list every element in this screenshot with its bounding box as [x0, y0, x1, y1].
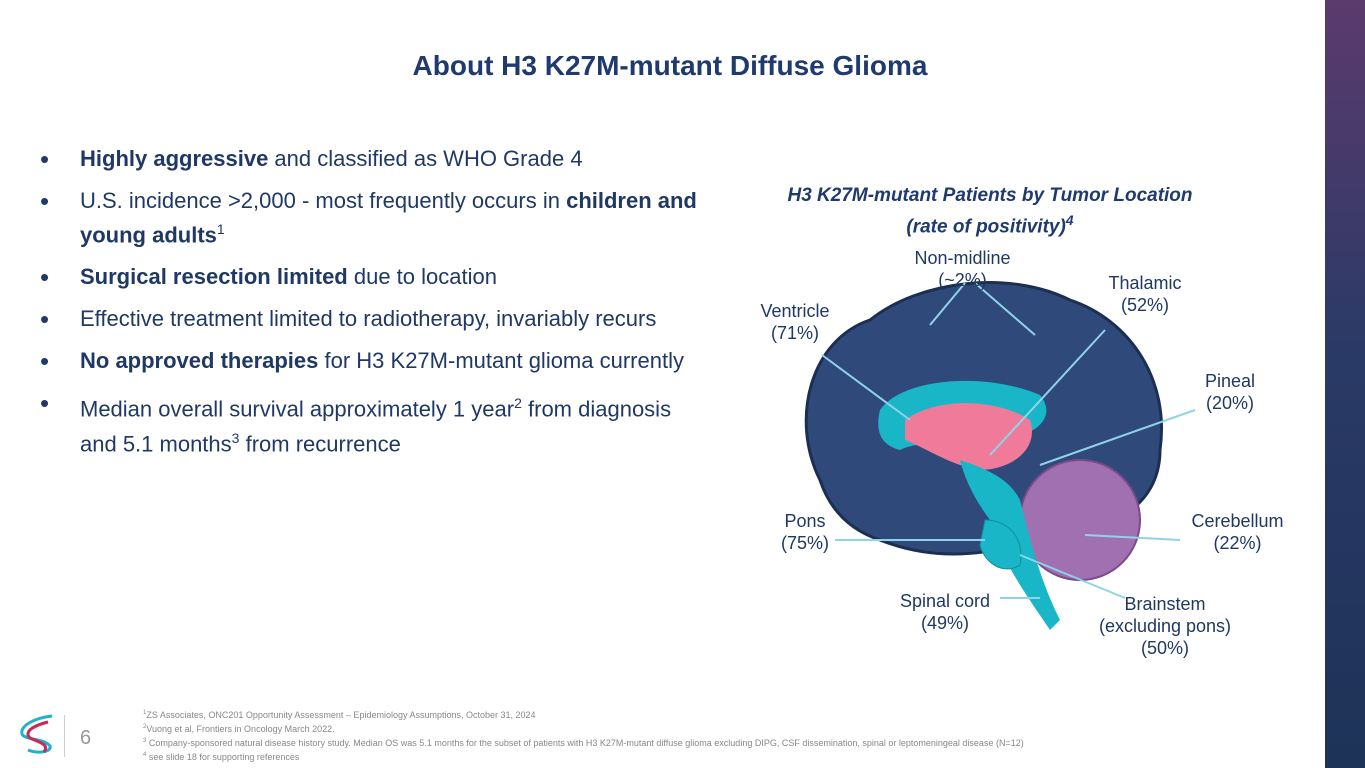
label-cerebellum: Cerebellum(22%) — [1191, 511, 1284, 553]
footnote: 3 Company-sponsored natural disease hist… — [143, 738, 1024, 748]
label-non-midline: Non-midline(~2%) — [914, 248, 1011, 290]
label-pons: Pons(75%) — [780, 511, 829, 553]
bullet-item: Highly aggressive and classified as WHO … — [40, 145, 700, 173]
footnote: 4 see slide 18 for supporting references — [143, 752, 300, 762]
label-ventricle: Ventricle(71%) — [760, 301, 830, 343]
company-logo-icon — [20, 714, 53, 754]
page-number: 6 — [80, 727, 92, 749]
footnotes: 1ZS Associates, ONC201 Opportunity Asses… — [143, 707, 1024, 763]
label-brainstem: Brainstem(excluding pons)(50%) — [1098, 594, 1232, 658]
bullet-item: No approved therapies for H3 K27M-mutant… — [40, 347, 700, 375]
bullet-item: Effective treatment limited to radiother… — [40, 305, 700, 333]
decorative-sidebar — [1325, 0, 1365, 768]
label-thalamic: Thalamic(52%) — [1108, 273, 1182, 315]
label-spinal-cord: Spinal cord(49%) — [899, 591, 991, 633]
label-pineal: Pineal(20%) — [1204, 371, 1256, 413]
footer-divider — [64, 715, 65, 757]
diagram-title: H3 K27M-mutant Patients by Tumor Locatio… — [787, 185, 1193, 238]
footnote: 2Vuong et al, Frontiers in Oncology Marc… — [143, 724, 335, 734]
bullet-list: Highly aggressive and classified as WHO … — [40, 145, 700, 472]
footnote: 1ZS Associates, ONC201 Opportunity Asses… — [143, 710, 536, 720]
bullet-item: Median overall survival approximately 1 … — [40, 389, 700, 458]
page-title: About H3 K27M-mutant Diffuse Glioma — [412, 50, 928, 81]
bullet-item: U.S. incidence >2,000 - most frequently … — [40, 187, 700, 249]
bullet-item: Surgical resection limited due to locati… — [40, 263, 700, 291]
